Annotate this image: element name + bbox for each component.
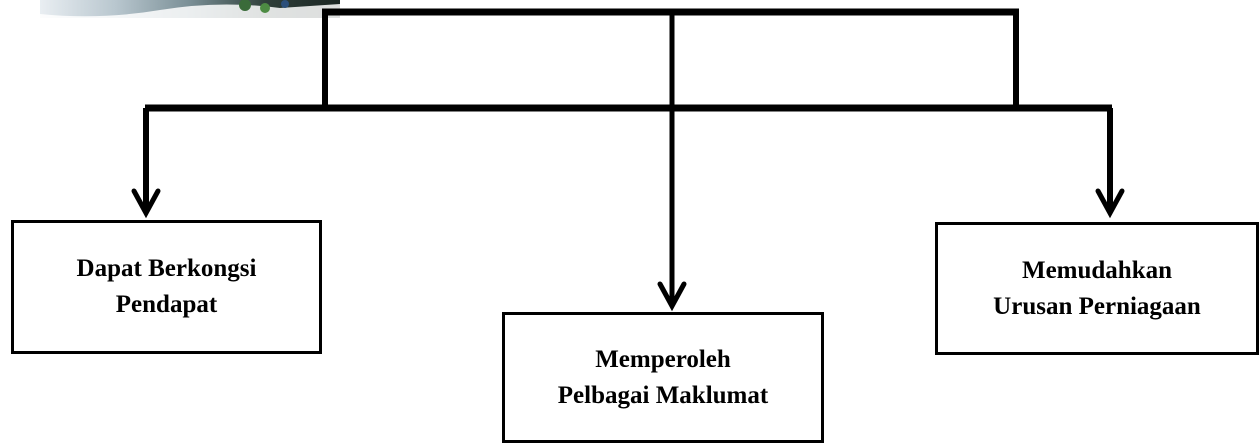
right-arrowhead-icon	[1095, 188, 1125, 219]
box-middle-label: Memperoleh Pelbagai Maklumat	[557, 345, 769, 409]
box-memperoleh-pelbagai-maklumat: Memperoleh Pelbagai Maklumat	[502, 312, 824, 443]
box-left-label: Dapat Berkongsi Pendapat	[76, 255, 257, 318]
box-dapat-berkongsi-pendapat: Dapat Berkongsi Pendapat	[11, 220, 322, 354]
box-right-label: Memudahkan Urusan Perniagaan	[993, 256, 1201, 320]
box-memudahkan-urusan-perniagaan: Memudahkan Urusan Perniagaan	[935, 222, 1259, 355]
cropped-photo-fragment	[40, 0, 340, 18]
left-arrowhead-icon	[131, 188, 161, 219]
connector-lines	[143, 8, 1113, 305]
arrowheads	[131, 188, 1125, 312]
photo-fragment-image	[40, 0, 340, 18]
center-arrowhead-icon	[657, 281, 687, 312]
